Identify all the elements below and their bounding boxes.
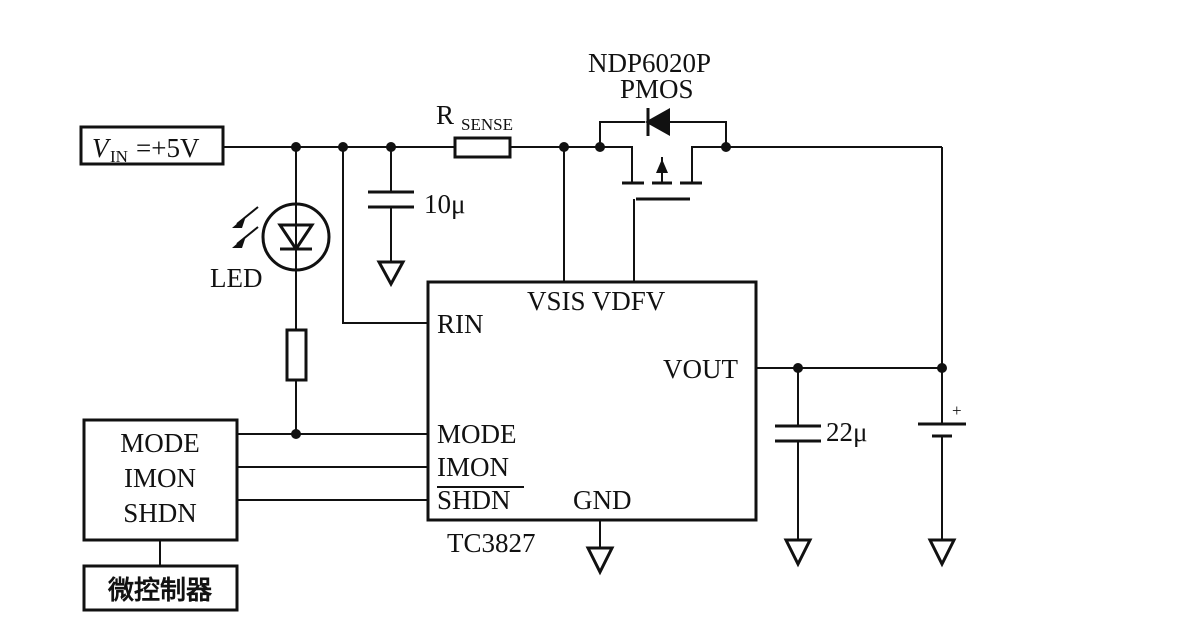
vin-value: =+5V bbox=[136, 133, 200, 163]
controller-shdn-label: SHDN bbox=[123, 498, 197, 528]
controller-mode-label: MODE bbox=[120, 428, 200, 458]
led-resistor bbox=[285, 328, 308, 382]
ic-pin-mode: MODE bbox=[437, 419, 517, 449]
rsense-resistor: R SENSE bbox=[436, 100, 513, 159]
mosfet-type-label: PMOS bbox=[620, 74, 694, 104]
ground-icon bbox=[927, 538, 957, 568]
mosfet-part-label: NDP6020P bbox=[588, 48, 711, 78]
control-wires bbox=[237, 433, 428, 501]
pmos-transistor: NDP6020P PMOS bbox=[588, 48, 727, 282]
ic-name-label: TC3827 bbox=[447, 528, 536, 558]
top-rail-wire bbox=[223, 146, 943, 368]
rsense-symbol: R bbox=[436, 100, 454, 130]
ic-pin-vout: VOUT bbox=[663, 354, 738, 384]
body-diode-icon bbox=[645, 108, 670, 136]
battery-plus-label: + bbox=[952, 401, 962, 420]
ic-pin-imon: IMON bbox=[437, 452, 509, 482]
controller-box: MODE IMON SHDN bbox=[82, 418, 239, 542]
cap-input-label: 10μ bbox=[424, 189, 465, 219]
ground-icon bbox=[585, 546, 615, 576]
output-capacitor: 22μ bbox=[775, 368, 867, 568]
vin-source-box: V IN =+5V bbox=[79, 125, 225, 166]
led-label: LED bbox=[210, 263, 262, 293]
ground-icon bbox=[783, 538, 813, 568]
controller-imon-label: IMON bbox=[124, 463, 196, 493]
rin-wire bbox=[342, 147, 428, 324]
ic-tc3827: VSIS VDFV RIN VOUT MODE IMON SHDN GND TC… bbox=[426, 280, 758, 576]
battery: + bbox=[918, 368, 966, 568]
mcu-label: 微控制器 bbox=[107, 575, 213, 606]
junction-dots bbox=[291, 142, 947, 439]
vin-subscript: IN bbox=[110, 147, 128, 166]
ic-pin-gnd: GND bbox=[573, 485, 632, 515]
input-capacitor: 10μ bbox=[368, 147, 465, 288]
rsense-subscript: SENSE bbox=[461, 115, 513, 134]
mcu-box: 微控制器 bbox=[82, 540, 239, 612]
cap-output-label: 22μ bbox=[826, 417, 867, 447]
ic-pin-vsis-vdfv: VSIS VDFV bbox=[527, 286, 666, 316]
vin-symbol: V bbox=[92, 133, 112, 163]
ic-pin-rin: RIN bbox=[437, 309, 484, 339]
ic-pin-shdn: SHDN bbox=[437, 485, 511, 515]
led-branch: LED bbox=[210, 147, 331, 434]
ground-icon bbox=[376, 260, 406, 288]
led-icon bbox=[261, 202, 331, 272]
